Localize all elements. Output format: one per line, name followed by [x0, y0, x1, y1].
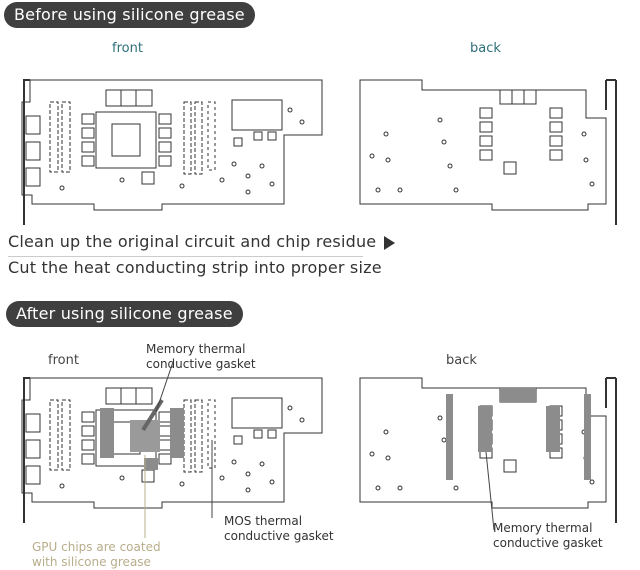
memory-gasket-back-right — [546, 406, 560, 452]
after-front-label: front — [48, 353, 79, 368]
gpu-grease-line1: GPU chips are coated — [32, 540, 161, 554]
memory-gasket-back-line2: conductive gasket — [493, 536, 603, 550]
play-arrow-icon — [383, 235, 395, 250]
step-cut-strip: Cut the heat conducting strip into prope… — [8, 258, 382, 277]
memory-gasket-back-strip-left — [446, 394, 453, 480]
memory-gasket-back-annotation: Memory thermal conductive gasket — [493, 521, 603, 551]
memory-gasket-front-annotation: Memory thermal conductive gasket — [146, 342, 256, 372]
gpu-grease-line2: with silicone grease — [32, 555, 151, 569]
memory-gasket-front-line2: conductive gasket — [146, 357, 256, 371]
before-front-label: front — [112, 41, 143, 56]
memory-gasket-back-left — [478, 406, 492, 452]
mos-gasket-line1: MOS thermal — [224, 514, 303, 528]
after-back-label: back — [446, 353, 477, 368]
step-divider — [8, 256, 363, 257]
mos-gasket-line2: conductive gasket — [224, 529, 334, 543]
memory-front-leader — [155, 361, 174, 413]
after-back-board — [359, 377, 617, 531]
before-back-label: back — [470, 41, 501, 56]
gpu-grease-annotation: GPU chips are coated with silicone greas… — [32, 540, 161, 570]
memory-gasket-back-top — [500, 388, 536, 402]
memory-back-leader — [485, 451, 495, 531]
step-clean-up: Clean up the original circuit and chip r… — [8, 232, 395, 251]
before-back-board — [359, 79, 617, 226]
before-front-board — [21, 79, 323, 226]
step-clean-up-text: Clean up the original circuit and chip r… — [8, 232, 377, 251]
memory-gasket-back-strip-right — [584, 394, 591, 480]
memory-gasket-front-right — [170, 408, 184, 458]
small-chip-gasket — [144, 458, 158, 470]
mos-gasket-annotation: MOS thermal conductive gasket — [224, 514, 334, 544]
after-section-title: After using silicone grease — [6, 301, 243, 327]
before-section-title: Before using silicone grease — [4, 2, 255, 28]
memory-gasket-front-line1: Memory thermal — [146, 342, 246, 356]
after-front-board — [21, 361, 323, 538]
memory-gasket-front-left — [100, 408, 114, 458]
memory-gasket-back-line1: Memory thermal — [493, 521, 593, 535]
